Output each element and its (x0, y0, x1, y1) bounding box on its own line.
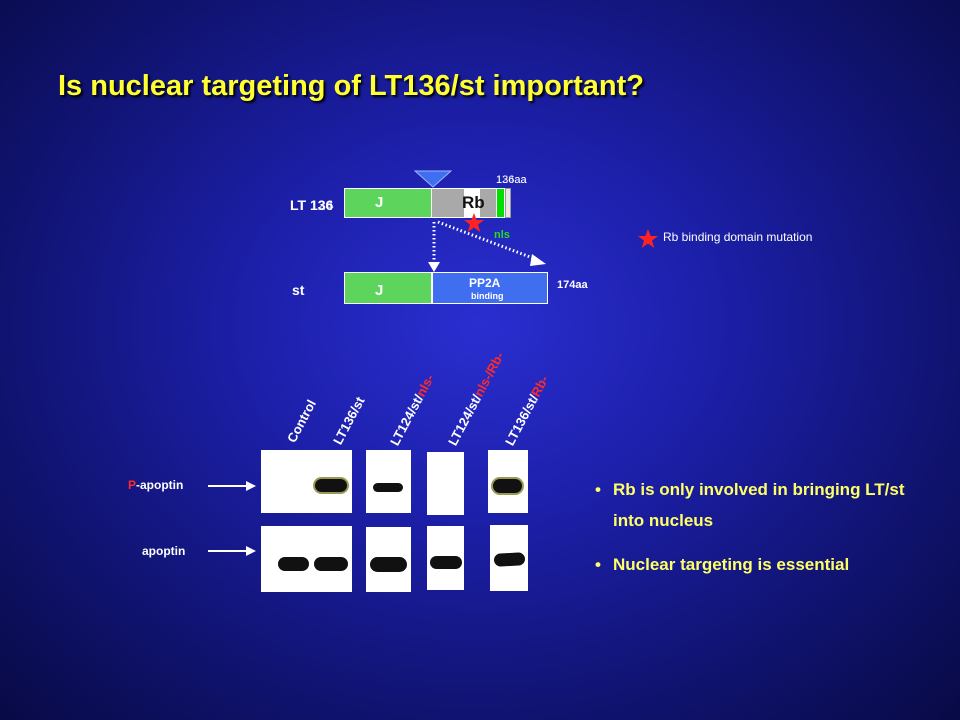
st-label: st (292, 282, 305, 298)
lt-j-label: J (375, 194, 384, 211)
lt-protein-bar: J Rb (344, 188, 512, 218)
lt-j-domain: J (344, 188, 432, 218)
blot-band (493, 552, 526, 567)
lane-label-lt124-st-nls-rb: LT124/st/nls-/Rb- (445, 349, 507, 449)
blot-panel-p-apoptin-1 (261, 450, 352, 513)
lane-label-control: Control (284, 397, 319, 446)
blot-band (314, 557, 348, 571)
legend-star-icon (638, 229, 658, 248)
legend-label: Rb binding domain mutation (663, 230, 813, 244)
lt-aa-label: 136aa (496, 174, 527, 186)
nls-label: nls (494, 229, 510, 241)
blot-band (373, 483, 403, 492)
blot-band (370, 557, 407, 572)
st-protein-bar: J PP2A binding (344, 272, 548, 304)
row-label-apoptin: apoptin (142, 544, 186, 558)
lt-label-overlay: LT 124 (290, 197, 334, 213)
blot-panel-apoptin-3 (427, 526, 464, 590)
conclusion-list: Rb is only involved in bringing LT/st in… (595, 474, 935, 580)
lt-label: LT 136 (290, 197, 334, 213)
lt-nls-domain (496, 188, 505, 218)
st-binding-label: binding (471, 291, 504, 301)
insertion-triangle-icon (414, 170, 452, 188)
dotted-arrows (428, 220, 546, 272)
lt-rb-domain-left (432, 188, 464, 218)
blot-band (278, 557, 309, 571)
lane-label-lt124-st-nls: LT124/st/nls- (387, 371, 438, 449)
st-j-label: J (375, 282, 384, 299)
blot-panel-p-apoptin-3 (427, 452, 464, 515)
lane-label-lt136-st: LT136/st (330, 394, 368, 448)
lt-rb-label: Rb (462, 193, 485, 212)
blot-panel-apoptin-1 (261, 526, 352, 592)
blot-panel-apoptin-2 (366, 527, 411, 592)
lane-label-lt136-st-rb: LT136/st/Rb- (502, 372, 552, 449)
page-title: Is nuclear targeting of LT136/st importa… (58, 70, 644, 102)
st-pp2a-domain: PP2A binding (432, 272, 548, 304)
lt-rb-domain-right (480, 188, 496, 218)
conclusion-item: Nuclear targeting is essential (595, 549, 935, 580)
st-j-domain: J (344, 272, 432, 304)
row-label-p-apoptin: P-apoptin (128, 478, 184, 492)
row-arrow-apoptin-icon (208, 546, 256, 556)
lt-gap (464, 188, 480, 218)
blot-band (430, 556, 462, 569)
st-aa-label: 174aa (557, 279, 588, 291)
rb-mutation-star-icon (464, 213, 484, 232)
blot-band (315, 479, 347, 492)
blot-band (493, 479, 522, 493)
lt-c-terminus (505, 188, 511, 218)
blot-panel-p-apoptin-4 (488, 450, 528, 513)
row-arrow-p-apoptin-icon (208, 481, 256, 491)
lt-aa-label-overlay: 124aa (496, 174, 527, 186)
blot-panel-p-apoptin-2 (366, 450, 411, 513)
blot-panel-apoptin-4 (490, 525, 528, 591)
conclusion-item: Rb is only involved in bringing LT/st in… (595, 474, 935, 536)
st-pp2a-label: PP2A (469, 276, 501, 290)
